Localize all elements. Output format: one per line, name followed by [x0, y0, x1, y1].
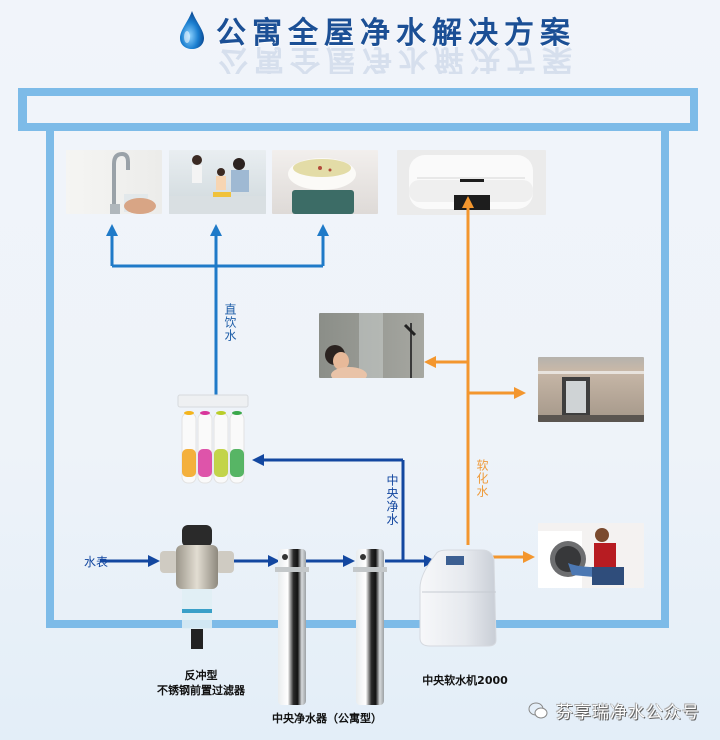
central-purifier-2	[353, 547, 387, 707]
arrow-to-faucet	[106, 224, 118, 236]
arrow-into-prefilter	[148, 555, 160, 567]
arrow-to-shower	[424, 356, 436, 368]
frame-top-left	[18, 88, 27, 131]
arrow-into-purifier-1	[268, 555, 280, 567]
frame-right-wall	[661, 131, 669, 628]
dishwasher-photo	[538, 357, 644, 422]
arrow-to-ro-purifier	[252, 454, 264, 466]
frame-left-wall	[46, 131, 54, 628]
under-sink-purifier-photo	[176, 393, 250, 489]
prefilter-caption-line1: 反冲型	[184, 669, 218, 682]
central-purifier-caption: 中央净水器（公寓型）	[272, 712, 382, 725]
arrow-to-kitchen	[210, 224, 222, 236]
washing-machine-photo	[538, 523, 644, 588]
softener-caption: 中央软水机2000	[422, 674, 508, 687]
frame-top-right	[690, 88, 698, 131]
arrow-into-purifier-2	[343, 555, 355, 567]
soup-pot-photo	[272, 150, 378, 214]
watermark-text: 芬享瑞净水公众号	[556, 703, 700, 723]
arrow-to-dishwasher	[514, 387, 526, 399]
label-direct-drinking: 直饮水	[223, 303, 237, 342]
arrow-to-water-heater	[462, 196, 474, 208]
prefilter-caption-line2: 不锈钢前置过滤器	[157, 684, 245, 697]
watermark: 芬享瑞净水公众号	[528, 698, 700, 723]
title-block: 公寓全屋净水解决方案	[178, 8, 576, 52]
arrow-into-softener	[424, 555, 436, 567]
label-central-purified: 中央净水	[385, 474, 399, 526]
label-softened: 软化水	[475, 459, 489, 498]
frame-top-outer	[18, 88, 698, 96]
shower-photo	[319, 313, 424, 378]
label-water-meter: 水表	[84, 555, 109, 569]
frame-top-inner-bottom	[18, 123, 698, 131]
central-purifier-1	[275, 547, 309, 707]
prefilter-device	[160, 523, 234, 655]
page-title: 公寓全屋净水解决方案	[216, 16, 576, 51]
water-drop-icon	[180, 11, 204, 49]
faucet-photo	[66, 150, 162, 214]
softener-device	[418, 548, 498, 648]
family-kitchen-photo	[169, 150, 266, 214]
wechat-icon	[528, 702, 548, 718]
arrow-to-washing-machine	[523, 551, 535, 563]
prefilter-caption: 反冲型 不锈钢前置过滤器	[136, 668, 266, 698]
arrow-to-soup	[317, 224, 329, 236]
